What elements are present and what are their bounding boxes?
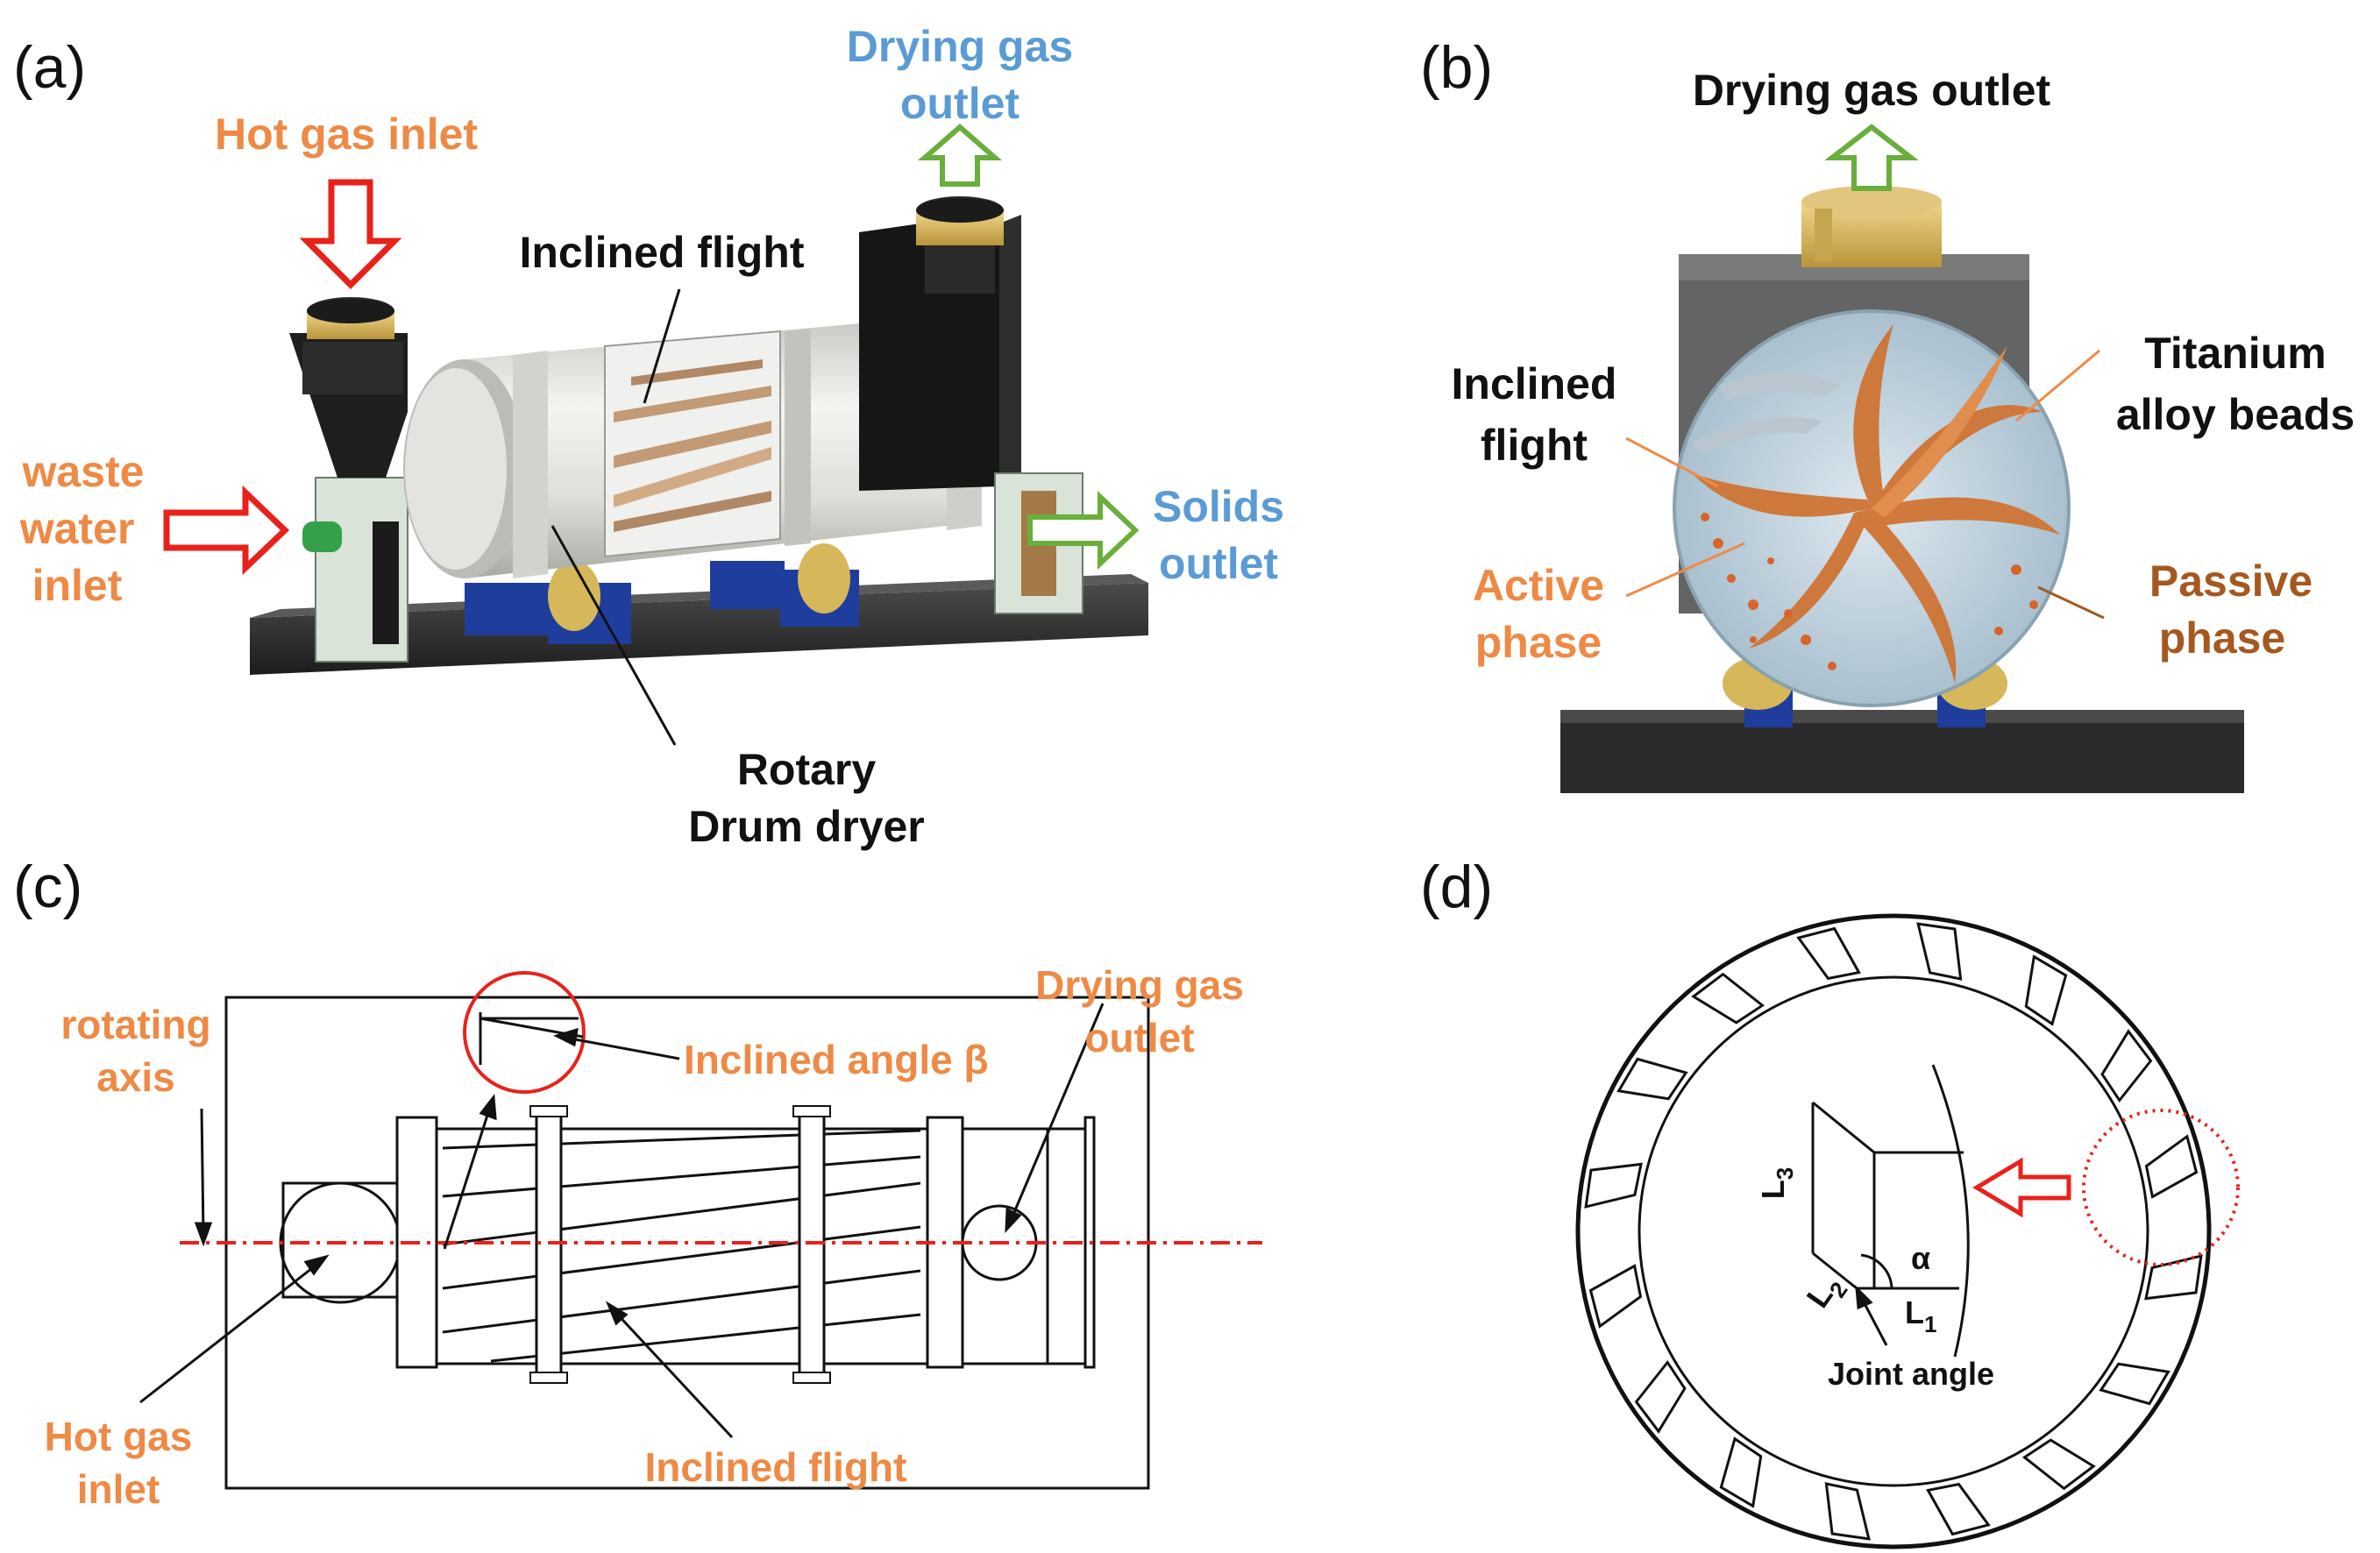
- spiral-flights-b: [1692, 324, 2060, 684]
- label-solids-outlet-1: Solids: [1153, 482, 1284, 531]
- drum-inner-circle: [1638, 975, 2149, 1487]
- panel-a: (a): [13, 22, 1284, 851]
- label-waste-water-inlet-2: water: [19, 504, 135, 553]
- angle-detail-circle: [463, 971, 586, 1094]
- label-rotating-axis-2: axis: [96, 1054, 175, 1100]
- ring-flight: [1824, 1482, 1871, 1541]
- label-inclined-flight-a: Inclined flight: [520, 228, 805, 277]
- label-rotary-drum-1: Rotary: [737, 745, 877, 794]
- active-phase-pointer: [1625, 542, 1745, 598]
- label-inclined-angle: Inclined angle β: [684, 1037, 989, 1082]
- ring-flight: [1796, 926, 1861, 981]
- ring-flight: [1691, 972, 1765, 1025]
- ring-flights: [1584, 922, 2203, 1541]
- drying-gas-outlet-arrow-b: [1824, 124, 1919, 191]
- outlet-cylinder-b: [1801, 186, 1942, 267]
- roller-supports: [465, 543, 859, 644]
- panel-d: (d) L3 L2 L1 α Joint angle: [1420, 854, 2240, 1549]
- ring-flight: [1719, 1436, 1763, 1508]
- label-waste-water-inlet-1: waste: [22, 447, 145, 496]
- panel-b-letter: (b): [1420, 34, 1493, 101]
- flight-shadows-b: [1692, 372, 1841, 456]
- base-platform-b: [1560, 710, 2244, 793]
- beads-pointer: [2015, 349, 2100, 422]
- label-hot-gas-inlet-c-2: inlet: [77, 1466, 160, 1512]
- right-housing: [859, 196, 1083, 614]
- ring-flight: [1588, 1264, 1643, 1329]
- panel-a-letter: (a): [13, 34, 86, 101]
- label-active-phase-1: Active: [1473, 561, 1604, 610]
- base-platform: [250, 583, 1148, 675]
- label-rotating-axis-1: rotating: [60, 1002, 210, 1047]
- solids-outlet-arrow: [1027, 491, 1140, 570]
- label-l2: L2: [1800, 1267, 1853, 1318]
- particle-scatter-b: [1701, 513, 2038, 670]
- label-drying-gas-outlet-a-2: outlet: [900, 79, 1019, 128]
- passive-phase-pointer: [2037, 585, 2105, 620]
- ring-flight: [1584, 1162, 1643, 1209]
- label-beads-2: alloy beads: [2116, 390, 2355, 439]
- label-l1: L1: [1905, 1294, 1936, 1337]
- detail-arrow: [1972, 1157, 2071, 1218]
- label-drying-gas-outlet-b: Drying gas outlet: [1693, 66, 2051, 115]
- panel-c: (c): [13, 854, 1262, 1512]
- label-active-phase-2: phase: [1475, 618, 1602, 667]
- inclined-flight-pointer-a: [643, 288, 681, 404]
- inlet-box: [281, 1181, 399, 1299]
- panel-d-letter: (d): [1420, 854, 1493, 920]
- flight-detail-circle: [2082, 1109, 2240, 1266]
- panel-b: (b): [1420, 34, 2355, 793]
- label-inclined-flight-c: Inclined flight: [645, 1444, 907, 1490]
- ring-flight: [1616, 1057, 1688, 1101]
- flight-lines-c: [442, 1129, 921, 1363]
- label-drying-gas-outlet-a-1: Drying gas: [847, 22, 1073, 71]
- ring-flight: [1926, 1482, 1991, 1536]
- label-alpha: α: [1911, 1240, 1930, 1276]
- ring-flight: [2024, 954, 2068, 1026]
- ring-flight: [2099, 1362, 2170, 1406]
- label-passive-phase-1: Passive: [2149, 557, 2313, 606]
- ring-flight: [2021, 1438, 2096, 1491]
- left-housing: [289, 297, 409, 663]
- label-drying-gas-outlet-c-1: Drying gas: [1035, 962, 1244, 1008]
- hot-gas-inlet-arrow: [299, 179, 402, 289]
- drying-gas-outlet-arrow-a: [918, 124, 1002, 187]
- rotary-drum-pointer: [551, 525, 677, 746]
- joint-angle-pointer: [1855, 1285, 1888, 1346]
- label-joint-angle: Joint angle: [1828, 1356, 1994, 1392]
- waste-water-nozzle: [302, 521, 342, 552]
- label-solids-outlet-2: outlet: [1159, 539, 1278, 588]
- label-waste-water-inlet-3: inlet: [32, 561, 123, 610]
- label-beads-1: Titanium: [2144, 329, 2326, 378]
- label-drying-gas-outlet-c-2: outlet: [1084, 1015, 1194, 1060]
- ring-flight: [2100, 1029, 2153, 1103]
- label-inclined-flight-b-2: flight: [1481, 421, 1588, 470]
- inclined-flight-pointer-b: [1625, 436, 1719, 488]
- ring-flight: [2144, 1254, 2203, 1301]
- label-rotary-drum-2: Drum dryer: [688, 802, 925, 851]
- label-hot-gas-inlet-a: Hot gas inlet: [215, 110, 478, 159]
- waste-water-inlet-arrow: [163, 485, 290, 576]
- label-hot-gas-inlet-c-1: Hot gas: [45, 1414, 193, 1459]
- label-l3: L3: [1755, 1167, 1798, 1199]
- label-inclined-flight-b-1: Inclined: [1452, 359, 1617, 408]
- enlarged-flight: [1811, 1064, 1970, 1358]
- label-passive-phase-2: phase: [2159, 613, 2286, 663]
- rotary-drum: [403, 311, 982, 578]
- ring-flight: [2144, 1134, 2199, 1199]
- flights-visible: [614, 359, 771, 532]
- panel-c-letter: (c): [13, 854, 82, 920]
- ring-flight: [1916, 922, 1963, 981]
- ring-flight: [1634, 1359, 1687, 1434]
- drum-body-c: [435, 1127, 929, 1365]
- pointers-c: [139, 1003, 1105, 1439]
- drum-outer-circle: [1575, 913, 2212, 1549]
